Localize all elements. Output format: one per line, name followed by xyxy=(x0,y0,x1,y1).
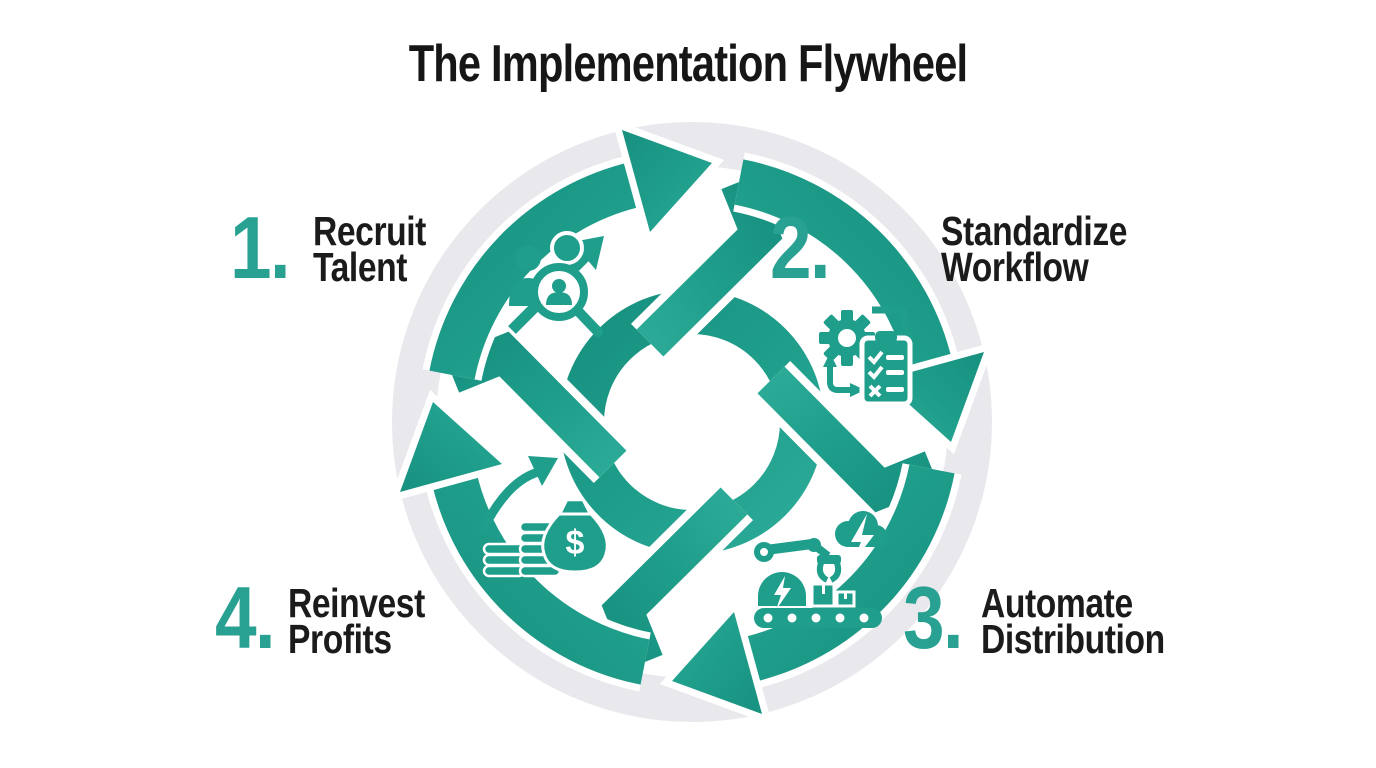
step-3-label-line2: Distribution xyxy=(981,615,1165,662)
step-1-label-line2: Talent xyxy=(313,243,408,290)
step-3-label: Automate Distribution xyxy=(981,580,1165,662)
flywheel-center-ring xyxy=(560,290,824,554)
magnifier-icon xyxy=(530,263,603,337)
coin-stack-short xyxy=(482,542,526,578)
step-1-label: Recruit Talent xyxy=(313,208,426,290)
step-4-number: 4. xyxy=(215,568,276,667)
step-2-number: 2. xyxy=(770,198,831,297)
step-2-label-line1: Standardize xyxy=(941,208,1128,254)
recruit-talent-icon xyxy=(508,231,604,337)
step-1-number: 1. xyxy=(230,198,291,297)
money-bag-icon: $ xyxy=(541,498,609,574)
boxes-icon xyxy=(810,582,856,608)
step-4-label-line1: Reinvest xyxy=(288,580,425,626)
step-3-label-line1: Automate xyxy=(981,580,1133,626)
page-title: The Implementation Flywheel xyxy=(408,35,968,93)
conveyor-belt-icon xyxy=(754,608,882,628)
step-4-label-line2: Profits xyxy=(288,615,392,662)
step-2-label: Standardize Workflow xyxy=(941,208,1128,290)
svg-text:$: $ xyxy=(566,524,585,562)
growth-curve-arrow xyxy=(477,456,558,534)
cycle-arrows-icon xyxy=(823,353,865,397)
step-4-label: Reinvest Profits xyxy=(288,580,425,662)
flywheel-outer-ring xyxy=(392,122,992,722)
automate-distribution-icon xyxy=(754,511,887,628)
reinvest-profits-icon: $ xyxy=(477,456,609,578)
machine-dome-icon xyxy=(758,572,806,610)
cloud-lightning-icon xyxy=(835,511,887,564)
step-1-label-line1: Recruit xyxy=(313,208,426,254)
step-3-number: 3. xyxy=(903,568,964,667)
step-2-label-line2: Workflow xyxy=(941,243,1089,290)
clipboard-checklist-icon xyxy=(859,331,913,407)
robot-arm-icon xyxy=(754,538,842,583)
standardize-workflow-icon xyxy=(819,306,914,407)
